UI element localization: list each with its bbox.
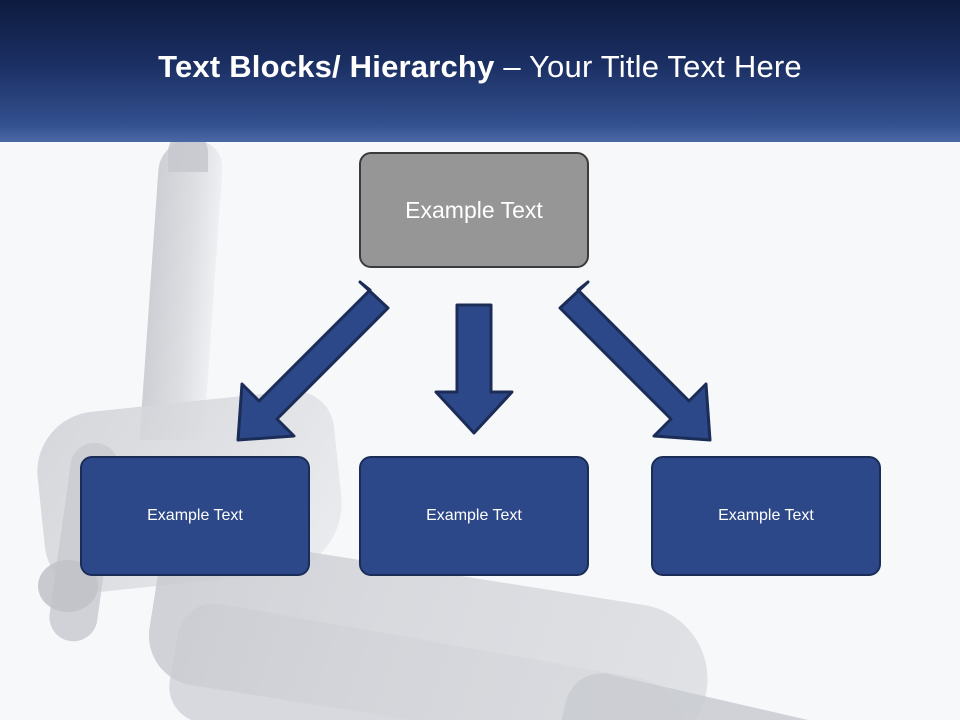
hierarchy-parent-label: Example Text [405, 196, 543, 223]
hierarchy-child-label-1: Example Text [147, 507, 243, 524]
hierarchy-child-node-1[interactable]: Example Text [80, 456, 310, 576]
hierarchy-child-label-2: Example Text [426, 507, 522, 524]
title-separator: – [503, 49, 530, 84]
silhouette-raised-foot [168, 142, 208, 172]
title-bold-part: Text Blocks/ Hierarchy [158, 49, 504, 84]
hierarchy-child-node-2[interactable]: Example Text [359, 456, 589, 576]
hierarchy-child-node-3[interactable]: Example Text [651, 456, 881, 576]
silhouette-raised-leg [139, 142, 225, 440]
title-bar: Text Blocks/ Hierarchy – Your Title Text… [0, 0, 960, 142]
hierarchy-child-label-3: Example Text [718, 507, 814, 524]
page-title: Text Blocks/ Hierarchy – Your Title Text… [0, 48, 960, 86]
silhouette-legs [554, 666, 896, 720]
title-light-part: Your Title Text Here [529, 49, 802, 84]
hierarchy-parent-node[interactable]: Example Text [359, 152, 589, 268]
